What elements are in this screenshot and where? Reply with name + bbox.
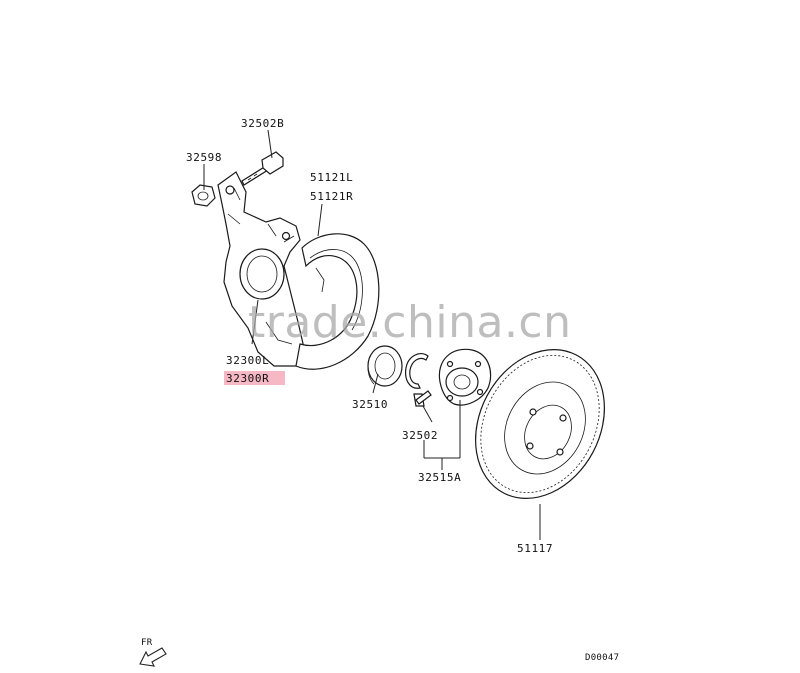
label-32502: 32502	[402, 429, 438, 442]
knuckle-nut	[191, 184, 216, 207]
front-label: FR	[141, 638, 153, 648]
highlight-32300R	[224, 371, 285, 385]
leader-lines	[203, 129, 541, 540]
brake-disc	[474, 348, 606, 500]
label-32510: 32510	[352, 398, 388, 411]
knuckle-bolt	[241, 151, 284, 186]
label-32300L: 32300L	[226, 354, 269, 367]
label-51121R: 51121R	[310, 190, 353, 203]
label-51121L: 51121L	[310, 171, 353, 184]
hub-bolt	[413, 390, 432, 407]
watermark: trade.china.cn	[248, 297, 572, 348]
steering-knuckle	[217, 171, 305, 367]
label-32300R: 32300R	[226, 372, 269, 385]
snap-ring	[405, 353, 429, 389]
arrow-icon	[139, 647, 167, 667]
label-32502B: 32502B	[241, 117, 284, 130]
diagram-code: D00047	[585, 653, 619, 663]
wheel-hub	[438, 348, 492, 406]
label-32598: 32598	[186, 151, 222, 164]
dust-shield	[295, 233, 380, 370]
label-51117: 51117	[517, 542, 553, 555]
hub-bearing	[367, 345, 403, 387]
label-32515A: 32515A	[418, 471, 461, 484]
